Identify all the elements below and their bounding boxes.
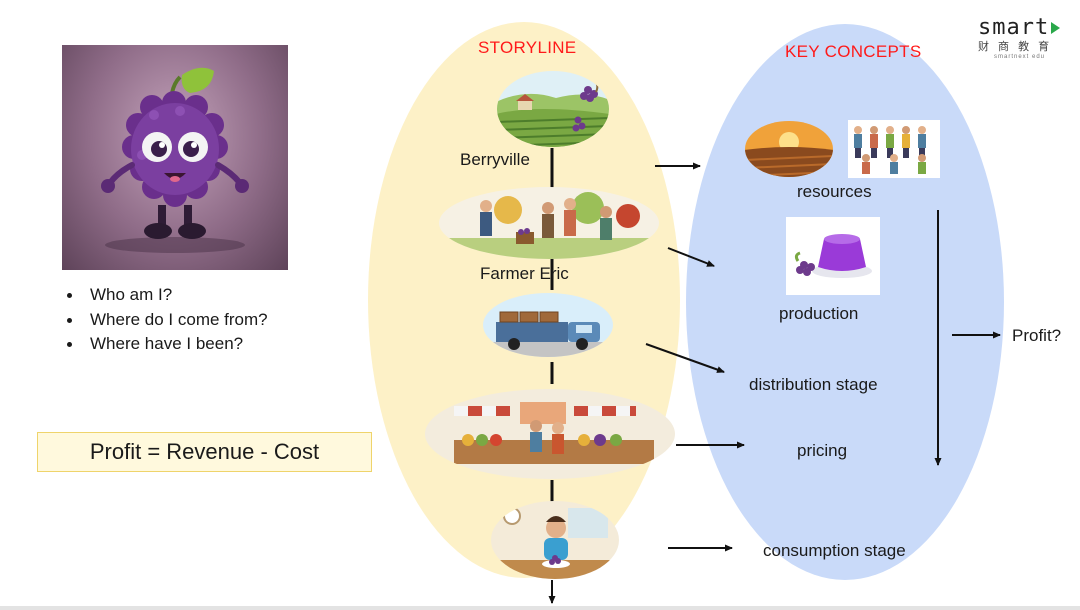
arrow-to-distribution (645, 343, 725, 373)
logo-chinese-text: 财 商 教 育 (978, 41, 1053, 53)
concept-label-distribution: distribution stage (749, 375, 878, 394)
key-concepts-title: KEY CONCEPTS (785, 42, 922, 61)
grape-character-image (62, 45, 288, 270)
character-questions: Who am I? Where do I come from? Where ha… (62, 283, 268, 357)
vineyard-landscape-icon (497, 71, 609, 147)
question-item: Where have I been? (62, 332, 268, 357)
concept-label-resources: resources (797, 182, 872, 201)
field-sunset-icon (745, 121, 833, 177)
question-item: Who am I? (62, 283, 268, 308)
grape-character-icon (101, 67, 249, 253)
person-eating-grapes-icon (491, 501, 619, 579)
concept-label-pricing: pricing (797, 441, 848, 460)
key-concepts-ellipse (686, 24, 1004, 580)
market-stalls-icon (425, 389, 675, 479)
storyline-title: STORYLINE (478, 38, 577, 57)
concept-label-consumption: consumption stage (763, 541, 906, 560)
concept-label-production: production (779, 304, 859, 323)
logo-tagline: smartnext edu (994, 54, 1046, 60)
stage-label-berryville: Berryville (460, 150, 530, 169)
stage-label-farmer-eric: Farmer Eric (480, 264, 569, 283)
farm-workers-icon (848, 120, 940, 178)
logo-wordmark: smart (978, 15, 1050, 40)
smart-logo: smart 财 商 教 育 smartnext edu (978, 15, 1073, 60)
profit-formula-box: Profit = Revenue - Cost (37, 432, 372, 472)
farmers-harvest-icon (439, 187, 659, 259)
profit-question-label: Profit? (1012, 326, 1062, 345)
delivery-truck-icon (483, 293, 613, 357)
question-item: Where do I come from? (62, 308, 268, 333)
play-triangle-icon (1051, 21, 1061, 34)
profit-formula: Profit = Revenue - Cost (89, 439, 320, 464)
bottom-divider (0, 606, 1080, 610)
grape-jelly-icon (786, 217, 880, 295)
arrow-to-production (667, 247, 715, 267)
